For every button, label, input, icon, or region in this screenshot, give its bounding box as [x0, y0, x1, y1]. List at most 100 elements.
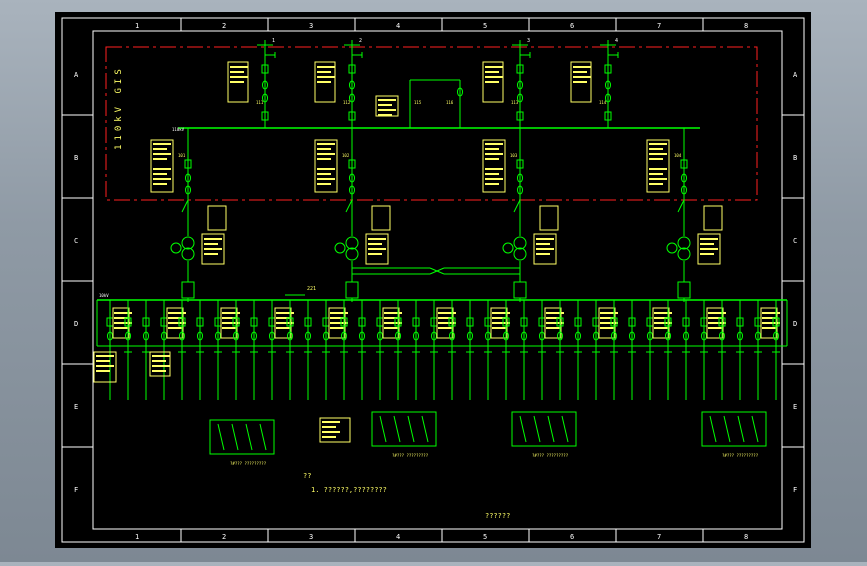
annotation-block [276, 312, 294, 329]
annotation-line [649, 148, 663, 150]
current-transformer [262, 93, 268, 103]
capacitor-element [421, 415, 429, 443]
bay-code: 103 [510, 153, 518, 158]
annotation-block [700, 238, 718, 255]
current-transformer [349, 173, 355, 183]
annotation-line [654, 322, 672, 324]
breaker [348, 111, 356, 121]
current-transformer [773, 331, 779, 341]
capacitor-element [709, 415, 717, 443]
inner-frame [92, 30, 783, 530]
annotation-line [330, 327, 344, 329]
annotation-block [317, 168, 335, 185]
annotation-line [330, 322, 348, 324]
grid-row-label-left: D [74, 320, 78, 328]
bay-code: 112 [343, 100, 351, 105]
annotation-line [114, 322, 132, 324]
annotation-block [222, 312, 240, 329]
annotation-line [368, 253, 382, 255]
breaker [348, 64, 356, 74]
annotation-line [317, 183, 331, 185]
bay-code: 111 [256, 100, 264, 105]
breaker [304, 317, 312, 327]
annotation-line [114, 312, 132, 314]
annotation-line [708, 317, 722, 319]
grid-col-label-bottom: 3 [309, 533, 313, 541]
annotation-block [114, 312, 132, 329]
annotation-line [492, 322, 510, 324]
annotation-line [96, 370, 110, 372]
annotation-block [204, 238, 222, 255]
annotation-line [654, 312, 672, 314]
disconnector [513, 199, 521, 213]
grid-row-label-right: D [793, 320, 797, 328]
current-transformer [517, 173, 523, 183]
annotation-line [485, 173, 499, 175]
ratings-box [371, 205, 391, 231]
current-transformer [185, 185, 191, 195]
annotation-line [649, 153, 667, 155]
annotation-line [654, 317, 668, 319]
breaker [261, 111, 269, 121]
annotation-line [317, 143, 335, 145]
annotation-line [152, 355, 170, 357]
annotation-line [368, 238, 386, 240]
grid-col-label-top: 7 [657, 22, 661, 30]
ratings-box [703, 205, 723, 231]
annotation-line [276, 317, 290, 319]
grid-col-label-top: 5 [483, 22, 487, 30]
annotation-line [762, 327, 776, 329]
transformer-winding [345, 247, 359, 261]
annotation-line [708, 322, 726, 324]
annotation-line [536, 243, 550, 245]
annotation-block [546, 312, 564, 329]
current-transformer [665, 331, 671, 341]
grid-row-label-left: A [74, 71, 79, 79]
annotation-line [378, 114, 392, 116]
annotation-block [152, 355, 170, 372]
grid-col-label-bottom: 2 [222, 533, 226, 541]
annotation-line [485, 168, 503, 170]
transformer-data-box [365, 233, 389, 265]
capacitor-element [723, 415, 731, 443]
current-transformer [457, 87, 463, 97]
grid-col-label-top: 3 [309, 22, 313, 30]
disconnector [677, 199, 685, 213]
current-transformer [575, 331, 581, 341]
current-transformer [521, 331, 527, 341]
annotation-line [708, 312, 726, 314]
capacitor-bank [209, 419, 275, 455]
annotation-line [573, 81, 587, 83]
disconnector [181, 199, 189, 213]
annotation-line [485, 143, 503, 145]
capacitor-element [737, 415, 745, 443]
annotation-line [492, 312, 510, 314]
annotation-line [438, 322, 456, 324]
annotation-block [317, 66, 335, 83]
annotation-line [152, 360, 166, 362]
breaker [250, 317, 258, 327]
breaker [286, 317, 294, 327]
current-transformer [681, 173, 687, 183]
cross-link [429, 267, 445, 275]
bay-code: 101 [178, 153, 186, 158]
neutral-reactor [502, 242, 514, 254]
annotation-line [168, 322, 186, 324]
breaker [516, 111, 524, 121]
disconnector [345, 199, 353, 213]
incoming-label: 2 [359, 38, 362, 44]
annotation-line [546, 317, 560, 319]
annotation-line [384, 322, 402, 324]
annotation-line [546, 322, 564, 324]
annotation-block [330, 312, 348, 329]
bay-code: 115 [414, 100, 422, 105]
current-transformer [287, 331, 293, 341]
grid-row-label-left: C [74, 237, 78, 245]
grid-row-label-right: F [793, 486, 797, 494]
annotation-line [485, 66, 503, 68]
current-transformer [517, 93, 523, 103]
annotation-line [276, 312, 294, 314]
outer-frame [61, 17, 805, 543]
